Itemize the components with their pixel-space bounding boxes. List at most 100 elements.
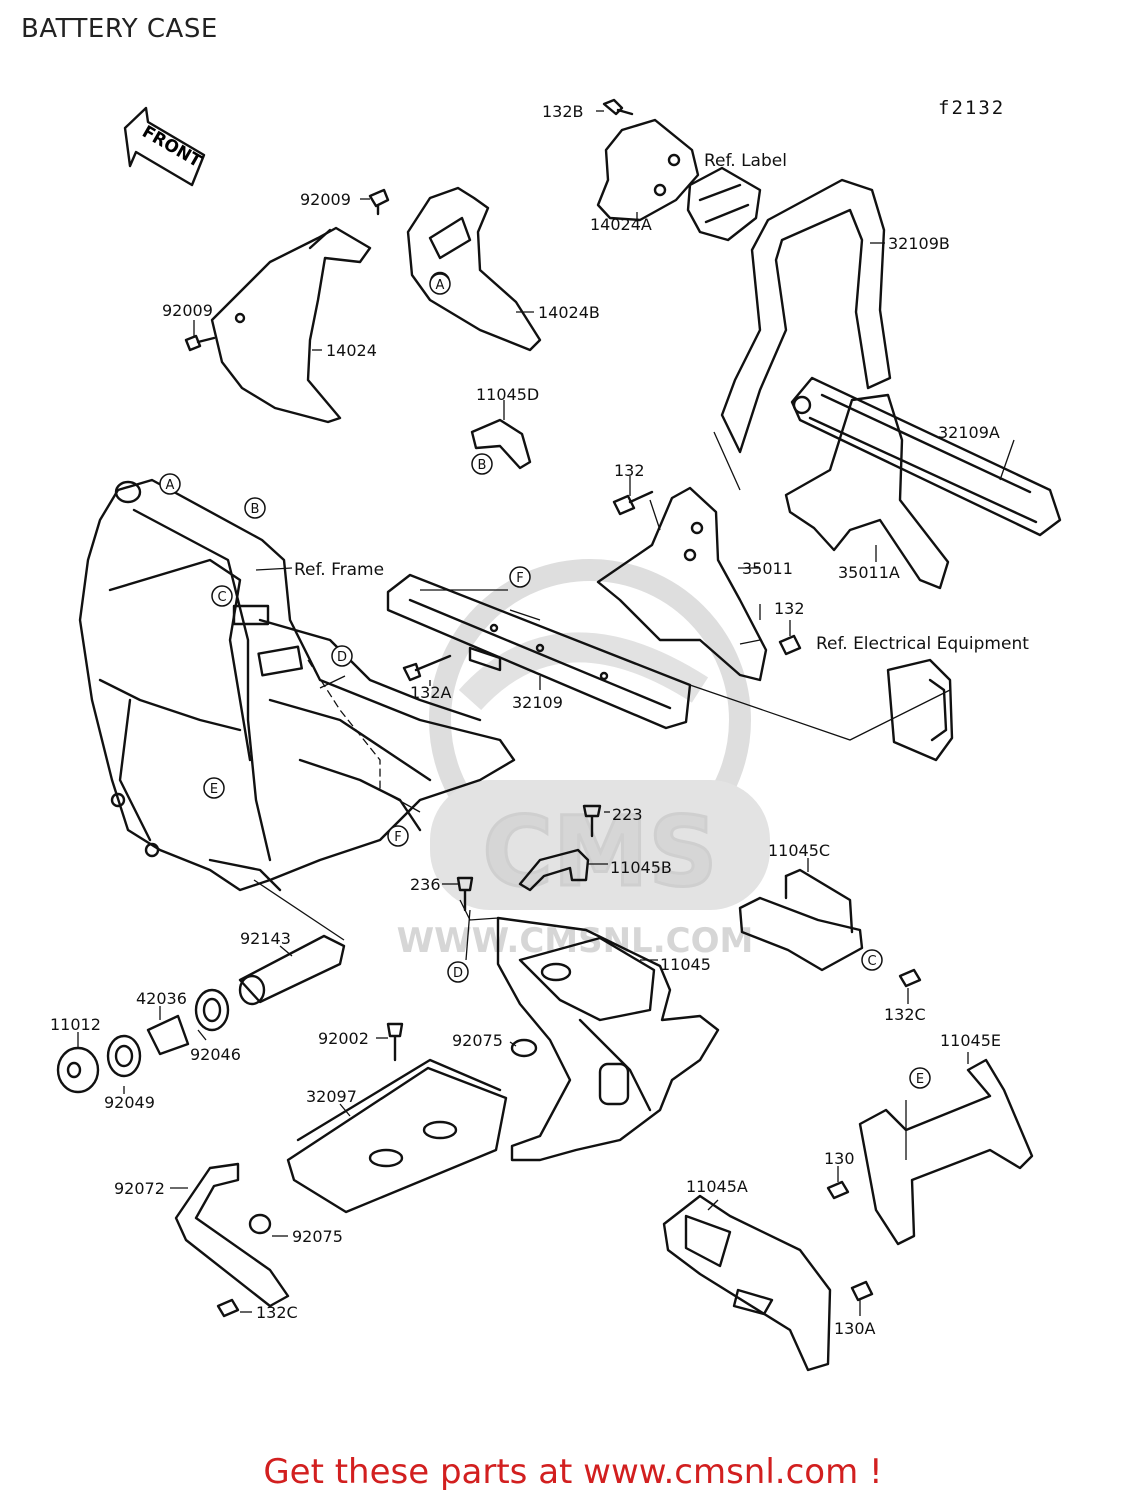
- label-92075-lower: 92075: [292, 1227, 343, 1246]
- bracket-35011a-part: [784, 393, 950, 590]
- label-35011: 35011: [742, 559, 793, 578]
- bolt-132ca-icon: [216, 1298, 240, 1318]
- marker-d-tray-label: D: [453, 966, 463, 981]
- label-11012: 11012: [50, 1015, 101, 1034]
- screw-92009a-icon: [368, 188, 390, 216]
- marker-c-frame-label: C: [217, 590, 226, 605]
- marker-e-11045e-label: E: [916, 1072, 924, 1087]
- screw-132b-icon: [602, 98, 634, 116]
- label-11045b: 11045B: [610, 858, 672, 877]
- bolt-130a-icon: [850, 1280, 874, 1302]
- ref-label-part: [686, 166, 762, 242]
- grab-bar-32109b-part: [720, 178, 892, 454]
- label-92046: 92046: [190, 1045, 241, 1064]
- label-92049: 92049: [104, 1093, 155, 1112]
- marker-a-cover-label: A: [436, 278, 445, 293]
- cross-member-32109-part: [386, 573, 692, 730]
- label-92072: 92072: [114, 1179, 165, 1198]
- marker-d-frame: [331, 645, 353, 667]
- label-92002: 92002: [318, 1029, 369, 1048]
- marker-b-bracket-label: B: [478, 458, 487, 473]
- battery-case-32097-part: [286, 1066, 508, 1214]
- label-32097: 32097: [306, 1087, 357, 1106]
- label-11045e: 11045E: [940, 1031, 1001, 1050]
- ref-electrical-text: Ref. Electrical Equipment: [816, 634, 1029, 654]
- label-14024b: 14024B: [538, 303, 600, 322]
- bolt-132a-icon: [402, 654, 452, 682]
- battery-tray-11045-part: [496, 916, 720, 1162]
- label-11045: 11045: [660, 955, 711, 974]
- label-92075-upper: 92075: [452, 1031, 503, 1050]
- bolt-132cb-icon: [898, 968, 922, 988]
- screw-132b-icon: [778, 634, 802, 656]
- marker-b-frame-label: B: [251, 502, 260, 517]
- watermark-brand: CMS: [482, 796, 717, 908]
- screw-92009b-icon: [184, 334, 216, 352]
- screw-132a-icon: [612, 490, 654, 516]
- bracket-11045b-part: [518, 848, 590, 892]
- label-14024a: 14024A: [590, 215, 652, 234]
- label-132a: 132A: [410, 683, 452, 702]
- grommet-92075a-part: [510, 1038, 538, 1058]
- watermark: CMS WWW.CMSNL.COM: [397, 559, 770, 961]
- marker-d-tray: [447, 961, 469, 983]
- seal-92049-part: [106, 1034, 142, 1078]
- label-35011a: 35011A: [838, 563, 900, 582]
- side-cover-14024b-part: [406, 186, 542, 352]
- grommet-92075b-part: [248, 1213, 272, 1235]
- marker-c-11045c: [861, 949, 883, 971]
- front-arrow-label: FRONT: [138, 122, 205, 172]
- label-132c-right: 132C: [884, 1005, 926, 1024]
- label-130: 130: [824, 1149, 855, 1168]
- bearing-92046-part: [194, 988, 230, 1032]
- bracket-11045c-part: [738, 896, 864, 972]
- label-11045d: 11045D: [476, 385, 539, 404]
- bolt-223-icon: [582, 804, 602, 838]
- ref-frame-text: Ref. Frame: [294, 560, 384, 580]
- strap-92072-part: [174, 1162, 290, 1308]
- marker-c-11045c-label: C: [867, 954, 876, 969]
- bracket-11045e-part: [858, 1058, 1034, 1246]
- label-32109b: 32109B: [888, 234, 950, 253]
- ref-label-text: Ref. Label: [704, 151, 787, 171]
- label-130a: 130A: [834, 1319, 876, 1338]
- label-132c-left: 132C: [256, 1303, 298, 1322]
- label-42036: 42036: [136, 989, 187, 1008]
- marker-d-frame-label: D: [337, 650, 347, 665]
- marker-a-frame-label: A: [166, 478, 175, 493]
- figure-code: f2132: [938, 97, 1006, 119]
- marker-e-frame: [203, 777, 225, 799]
- cover-14024a-part: [596, 118, 700, 222]
- label-92143: 92143: [240, 929, 291, 948]
- page-title: BATTERY CASE: [21, 14, 218, 44]
- marker-e-frame-label: E: [210, 782, 218, 797]
- label-92009-left: 92009: [162, 301, 213, 320]
- label-32109a: 32109A: [938, 423, 1000, 442]
- bolt-236-icon: [456, 876, 474, 912]
- label-223: 223: [612, 805, 643, 824]
- label-14024: 14024: [326, 341, 377, 360]
- label-132-upper: 132: [614, 461, 645, 480]
- marker-a-cover: [429, 273, 451, 295]
- marker-b-bracket: [471, 453, 493, 475]
- bracket-35011-part: [596, 486, 768, 682]
- marker-f-crossmember: [509, 566, 531, 588]
- label-236: 236: [410, 875, 441, 894]
- front-arrow-icon: [123, 106, 206, 187]
- marker-f-crossmember-label: F: [516, 571, 523, 586]
- marker-f-frame-label: F: [394, 830, 401, 845]
- marker-e-11045e: [909, 1067, 931, 1089]
- marker-c-frame: [211, 585, 233, 607]
- bolt-130-icon: [826, 1180, 850, 1200]
- footer-link[interactable]: Get these parts at www.cmsnl.com !: [263, 1452, 883, 1492]
- bushing-42036-part: [146, 1014, 190, 1056]
- bracket-11045d-part: [470, 418, 532, 470]
- electrical-cap-part: [886, 658, 954, 762]
- label-11045c: 11045C: [768, 841, 830, 860]
- label-132b: 132B: [542, 102, 584, 121]
- marker-f-frame: [387, 825, 409, 847]
- label-132-lower: 132: [774, 599, 805, 618]
- cap-11012-part: [56, 1046, 100, 1094]
- bracket-11045a-part: [662, 1194, 832, 1372]
